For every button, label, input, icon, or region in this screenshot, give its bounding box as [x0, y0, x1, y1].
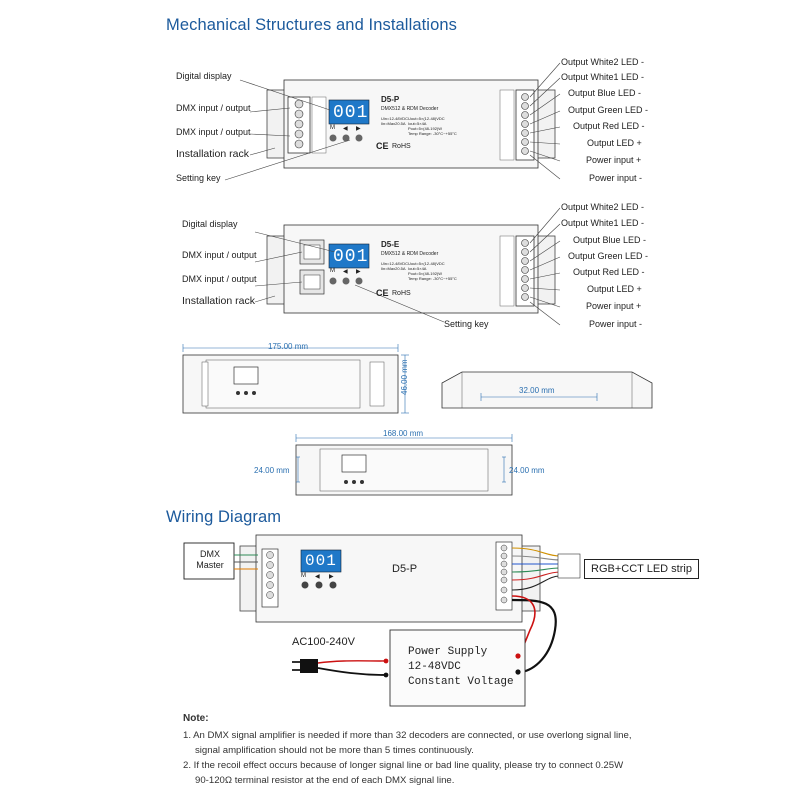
- d5e-out-blue: Output Blue LED -: [573, 235, 647, 245]
- d5e-label-dmx-io-2: DMX input / output: [182, 274, 257, 284]
- d5p-label-installation-rack: Installation rack: [176, 148, 249, 160]
- notes-block: Note: 1. An DMX signal amplifier is need…: [183, 711, 663, 788]
- psu-line-3: Constant Voltage: [408, 676, 514, 688]
- d5e-subtitle: DMX512 & RDM Decoder: [381, 251, 439, 257]
- d5e-power-plus: Power input +: [586, 301, 642, 311]
- dmx-master-label: DMX Master: [196, 549, 224, 570]
- section-title-mechanical: Mechanical Structures and Installations: [166, 16, 457, 34]
- d5p-power-plus: Power input +: [586, 155, 642, 165]
- wiring-model: D5-P: [392, 563, 418, 575]
- d5e-spec-right: Uout=5×(12-48)VDC Iout=5×4A Pout=5×(48-1…: [408, 261, 457, 281]
- d5p-power-minus: Power input -: [589, 173, 643, 183]
- d5p-label-dmx-io-1: DMX input / output: [176, 103, 251, 113]
- d5e-ce-mark: CE: [376, 288, 389, 298]
- d5e-key-left: ◀: [343, 269, 348, 275]
- d5p-out-green: Output Green LED -: [568, 105, 649, 115]
- d5p-key-m: M: [330, 125, 335, 131]
- wiring-key-m: M: [301, 573, 306, 579]
- d5e-rohs-mark: RoHS: [392, 290, 411, 297]
- note-line-1: 1. An DMX signal amplifier is needed if …: [183, 730, 632, 741]
- dim-mount-left: 24.00 mm: [254, 466, 290, 475]
- d5p-spec-right: Uout=5×(12-48)VDC Iout=5×4A Pout=5×(48-1…: [408, 116, 457, 136]
- wiring-key-right: ▶: [329, 574, 334, 580]
- d5e-label-digital-display: Digital display: [182, 219, 238, 229]
- dim-length-mount: 168.00 mm: [383, 429, 424, 438]
- d5p-out-white2: Output White2 LED -: [561, 57, 645, 67]
- d5p-label-setting-key: Setting key: [176, 173, 221, 183]
- d5e-label-installation-rack: Installation rack: [182, 295, 255, 307]
- d5e-label-setting-key: Setting key: [444, 319, 489, 329]
- d5e-model: D5-E: [381, 240, 400, 249]
- d5e-display-digits: 001: [333, 247, 369, 267]
- psu-line-1: Power Supply: [408, 646, 488, 658]
- d5p-label-digital-display: Digital display: [176, 71, 232, 81]
- wiring-key-left: ◀: [315, 574, 320, 580]
- led-strip-label: RGB+CCT LED strip: [584, 559, 699, 579]
- d5e-label-dmx-io-1: DMX input / output: [182, 250, 257, 260]
- d5p-display-digits: 001: [333, 103, 369, 123]
- note-line-4: 90-120Ω terminal resistor at the end of …: [195, 775, 455, 786]
- d5e-out-red: Output Red LED -: [573, 267, 645, 277]
- psu-line-2: 12-48VDC: [408, 661, 461, 673]
- d5p-out-white1: Output White1 LED -: [561, 72, 645, 82]
- dim-depth: 32.00 mm: [519, 386, 555, 395]
- d5e-out-green: Output Green LED -: [568, 251, 649, 261]
- note-line-2: signal amplification should not be more …: [195, 745, 474, 756]
- dim-length-outer: 175.00 mm: [268, 342, 309, 351]
- d5p-model: D5-P: [381, 95, 400, 104]
- ac-input-label: AC100-240V: [292, 636, 355, 648]
- d5p-key-left: ◀: [343, 126, 348, 132]
- d5e-out-led-plus: Output LED +: [587, 284, 642, 294]
- d5e-out-white2: Output White2 LED -: [561, 202, 645, 212]
- notes-title: Note:: [183, 713, 209, 724]
- d5e-power-minus: Power input -: [589, 319, 643, 329]
- d5p-label-dmx-io-2: DMX input / output: [176, 127, 251, 137]
- d5p-subtitle: DMX512 & RDM Decoder: [381, 106, 439, 112]
- d5e-key-right: ▶: [356, 269, 361, 275]
- d5p-out-red: Output Red LED -: [573, 121, 645, 131]
- note-line-3: 2. If the recoil effect occurs because o…: [183, 760, 624, 771]
- d5e-key-m: M: [330, 268, 335, 274]
- d5p-spec-left: Uin=12-48VDC Iin=Max20.5A: [381, 116, 409, 126]
- d5p-ce-mark: CE: [376, 141, 389, 151]
- wiring-display-digits: 001: [305, 552, 337, 570]
- d5p-rohs-mark: RoHS: [392, 143, 411, 150]
- d5p-out-led-plus: Output LED +: [587, 138, 642, 148]
- d5e-out-white1: Output White1 LED -: [561, 218, 645, 228]
- d5e-spec-left: Uin=12-48VDC Iin=Max20.5A: [381, 261, 409, 271]
- section-title-wiring: Wiring Diagram: [166, 508, 282, 526]
- d5p-key-right: ▶: [356, 126, 361, 132]
- dim-mount-right: 24.00 mm: [509, 466, 545, 475]
- d5p-out-blue: Output Blue LED -: [568, 88, 642, 98]
